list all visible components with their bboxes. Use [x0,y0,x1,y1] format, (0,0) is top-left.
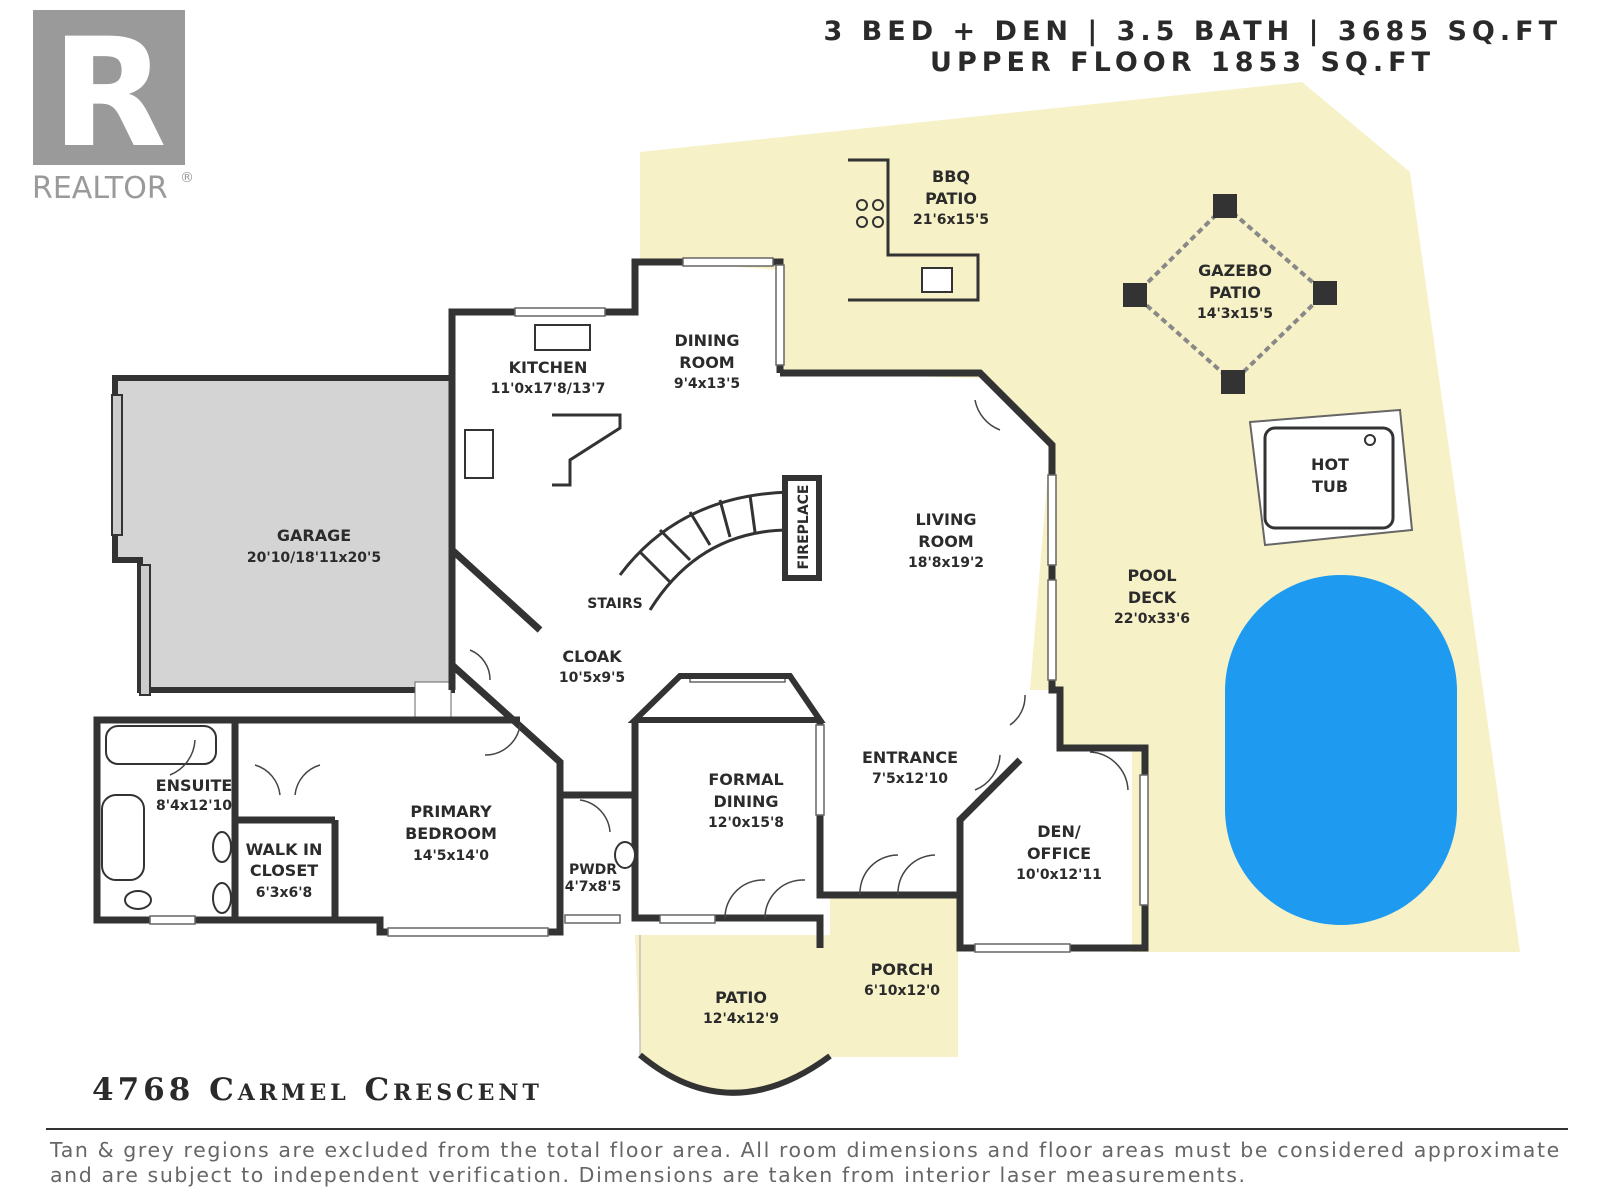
svg-text:ENTRANCE: ENTRANCE [862,748,958,767]
hot-tub-icon [1248,408,1414,547]
svg-text:CLOSET: CLOSET [250,861,318,880]
room-ensuite: ENSUITE 8'4x12'10 [156,776,233,814]
svg-text:DINING: DINING [713,792,778,811]
room-den-office: DEN/ OFFICE 10'0x12'11 [1016,822,1102,883]
svg-text:7'5x12'10: 7'5x12'10 [872,771,948,787]
header-upper-floor: UPPER FLOOR 1853 SQ.FT [930,47,1435,78]
room-patio: PATIO 12'4x12'9 [703,988,779,1027]
header-summary: 3 BED + DEN | 3.5 BATH | 3685 SQ.FT [823,16,1562,47]
svg-text:10'0x12'11: 10'0x12'11 [1016,867,1102,883]
room-garage: GARAGE 20'10/18'11x20'5 [247,526,381,566]
room-powder: PWDR 4'7x8'5 [565,862,622,895]
svg-text:9'4x13'5: 9'4x13'5 [674,376,740,392]
svg-text:6'3x6'8: 6'3x6'8 [256,885,313,901]
svg-text:LIVING: LIVING [915,510,976,529]
svg-text:GARAGE: GARAGE [277,526,351,545]
pool-icon [1225,575,1457,925]
room-pool-deck: POOL DECK 22'0x33'6 [1114,566,1190,627]
room-dining: DINING ROOM 9'4x13'5 [674,331,740,392]
svg-text:8'4x12'10: 8'4x12'10 [156,798,232,814]
svg-text:POOL: POOL [1127,566,1176,585]
disclaimer-line-1: Tan & grey regions are excluded from the… [50,1138,1561,1162]
svg-text:GAZEBO: GAZEBO [1198,261,1272,280]
svg-text:4'7x8'5: 4'7x8'5 [565,879,622,895]
room-walk-in-closet: WALK IN CLOSET 6'3x6'8 [246,840,323,901]
svg-text:12'4x12'9: 12'4x12'9 [703,1011,779,1027]
svg-text:PATIO: PATIO [1209,283,1261,302]
room-stairs: STAIRS [587,596,642,612]
realtor-wordmark: REALTOR [32,171,168,206]
svg-text:PATIO: PATIO [715,988,767,1007]
svg-text:BEDROOM: BEDROOM [405,824,497,843]
svg-text:12'0x15'8: 12'0x15'8 [708,815,784,831]
room-porch: PORCH 6'10x12'0 [864,960,940,999]
svg-text:DINING: DINING [674,331,739,350]
svg-text:20'10/18'11x20'5: 20'10/18'11x20'5 [247,550,381,566]
room-hot-tub: HOT TUB [1311,455,1349,496]
room-living: LIVING ROOM 18'8x19'2 [908,510,984,571]
svg-text:BBQ: BBQ [932,167,970,186]
svg-text:WALK IN: WALK IN [246,840,323,859]
room-primary-bedroom: PRIMARY BEDROOM 14'5x14'0 [405,802,497,864]
svg-text:11'0x17'8/13'7: 11'0x17'8/13'7 [491,381,606,397]
svg-text:21'6x15'5: 21'6x15'5 [913,212,989,228]
patio-area [635,935,830,1093]
svg-text:18'8x19'2: 18'8x19'2 [908,555,984,571]
room-bbq: BBQ PATIO 21'6x15'5 [913,167,989,228]
room-fireplace: FIREPLACE [796,485,812,570]
svg-text:HOT: HOT [1311,455,1349,474]
gazebo-icon [1123,194,1337,394]
svg-text:14'3x15'5: 14'3x15'5 [1197,306,1273,322]
svg-text:KITCHEN: KITCHEN [509,358,588,377]
svg-text:®: ® [180,170,194,186]
room-formal-dining: FORMAL DINING 12'0x15'8 [708,770,784,831]
room-entrance: ENTRANCE 7'5x12'10 [862,748,958,787]
svg-text:PORCH: PORCH [871,960,934,979]
svg-text:PRIMARY: PRIMARY [410,802,492,821]
svg-text:10'5x9'5: 10'5x9'5 [559,670,625,686]
svg-text:PWDR: PWDR [569,862,617,878]
svg-text:STAIRS: STAIRS [587,596,642,612]
room-cloak: CLOAK 10'5x9'5 [559,647,625,686]
svg-text:FORMAL: FORMAL [708,770,783,789]
svg-text:TUB: TUB [1312,477,1348,496]
room-gazebo: GAZEBO PATIO 14'3x15'5 [1197,261,1273,322]
svg-text:OFFICE: OFFICE [1027,844,1091,863]
svg-text:R: R [51,7,167,181]
svg-text:CLOAK: CLOAK [562,647,622,666]
disclaimer-line-2: and are subject to independent verificat… [50,1163,1247,1187]
svg-text:DEN/: DEN/ [1037,822,1081,841]
svg-text:22'0x33'6: 22'0x33'6 [1114,611,1190,627]
svg-text:14'5x14'0: 14'5x14'0 [413,848,489,864]
stairs-icon [618,490,791,611]
svg-text:6'10x12'0: 6'10x12'0 [864,983,940,999]
property-address: 4768 Carmel Crescent [92,1072,543,1108]
room-kitchen: KITCHEN 11'0x17'8/13'7 [491,358,606,397]
svg-text:ROOM: ROOM [679,353,734,372]
realtor-logo-icon: R REALTOR ® [32,7,194,206]
porch-area [830,895,958,1057]
divider [46,1128,1568,1130]
svg-text:ENSUITE: ENSUITE [156,776,233,795]
fireplace-icon [782,475,822,581]
svg-text:DECK: DECK [1128,588,1177,607]
svg-text:PATIO: PATIO [925,189,977,208]
svg-text:ROOM: ROOM [918,532,973,551]
